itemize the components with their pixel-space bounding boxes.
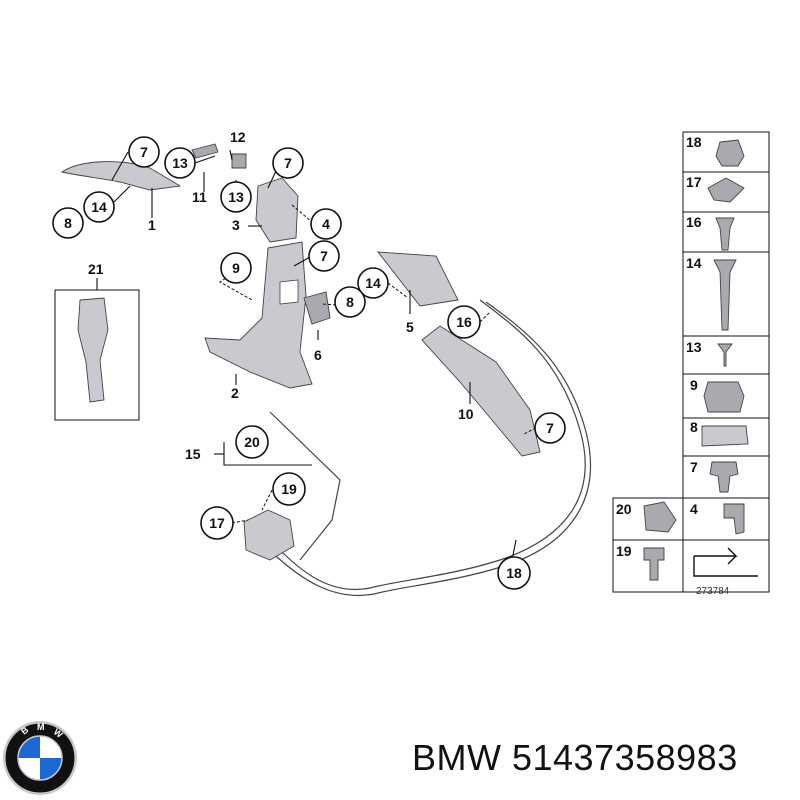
callout-label: 6 (314, 347, 322, 363)
table-label: 9 (690, 377, 698, 393)
table-part-20 (643, 501, 677, 533)
callout-label: 5 (406, 319, 414, 335)
callout-label: 8 (64, 215, 72, 231)
table-label: 18 (686, 134, 702, 150)
callout-12: 12 (230, 129, 246, 145)
callout-label: 7 (546, 420, 554, 436)
callout-label: 14 (91, 199, 107, 215)
callout-label: 10 (458, 406, 474, 422)
part-17-retractor (243, 509, 295, 561)
table-label: 4 (690, 501, 698, 517)
table-part-14 (713, 259, 737, 331)
callout-7-d: 7 (534, 412, 566, 444)
table-part-8 (701, 425, 749, 447)
part-2-window (279, 279, 299, 305)
svg-text:M: M (37, 722, 45, 732)
table-label: 19 (616, 543, 632, 559)
callout-label: 4 (322, 216, 330, 232)
callout-11: 11 (192, 189, 207, 205)
callout-7-b: 7 (272, 147, 304, 179)
table-label: 16 (686, 214, 702, 230)
callout-label: 7 (284, 155, 292, 171)
table-label: 14 (686, 255, 702, 271)
callout-7-a: 7 (128, 136, 160, 168)
callout-8-b: 8 (334, 286, 366, 318)
callout-17: 17 (200, 506, 234, 540)
table-label: 17 (686, 174, 702, 190)
table-part-18 (715, 139, 745, 167)
part-18-cable-b (275, 301, 591, 596)
callout-15: 15 (185, 446, 201, 462)
callout-label: 8 (346, 294, 354, 310)
table-label: 7 (690, 459, 698, 475)
table-label: 20 (616, 501, 632, 517)
part-15-rail (269, 411, 341, 561)
table-label: 8 (690, 419, 698, 435)
callout-13-b: 13 (220, 181, 252, 213)
callout-label: 12 (230, 129, 246, 145)
part-12-clip (231, 153, 247, 169)
callout-label: 1 (148, 217, 156, 233)
callout-label: 7 (140, 144, 148, 160)
bmw-logo: B M W (3, 721, 77, 795)
callout-label: 17 (209, 515, 225, 531)
callout-label: 19 (281, 481, 297, 497)
callout-label: 15 (185, 446, 201, 462)
table-part-9 (703, 381, 745, 413)
part-10-garnish (421, 325, 541, 457)
callout-10: 10 (458, 406, 474, 422)
callout-5: 5 (406, 319, 414, 335)
callout-4: 4 (310, 208, 342, 240)
callout-label: 14 (365, 275, 381, 291)
svg-text:B: B (19, 724, 31, 736)
callout-2: 2 (231, 385, 239, 401)
table-part-7 (709, 461, 739, 493)
table-part-17 (707, 177, 745, 203)
part-2-pillar-trim (204, 241, 313, 389)
part-number-title: BMW 51437358983 (412, 737, 738, 778)
callout-19: 19 (272, 472, 306, 506)
table-part-19 (643, 547, 665, 581)
callout-label: 3 (232, 217, 240, 233)
callout-21: 21 (88, 261, 104, 277)
callout-7-c: 7 (308, 240, 340, 272)
callout-14-b: 14 (357, 267, 389, 299)
table-part-4 (723, 503, 745, 535)
callout-20: 20 (235, 425, 269, 459)
table-part-13 (717, 343, 733, 367)
callout-label: 13 (228, 189, 244, 205)
callout-13-a: 13 (164, 147, 196, 179)
part-5-cover (377, 251, 459, 307)
callout-6: 6 (314, 347, 322, 363)
table-part-symbol (693, 547, 758, 577)
callout-9: 9 (220, 252, 252, 284)
callout-16: 16 (447, 305, 481, 339)
part-3-cap (255, 177, 299, 243)
part-6-vent (303, 291, 331, 325)
callout-label: 2 (231, 385, 239, 401)
parts-table: 18 17 16 14 13 9 8 7 20 4 19 273784 (612, 131, 770, 597)
figure-number: 273784 (696, 586, 730, 597)
callout-14-a: 14 (83, 191, 115, 223)
callout-label: 18 (506, 565, 522, 581)
callout-3: 3 (232, 217, 240, 233)
callout-label: 13 (172, 155, 188, 171)
callout-label: 16 (456, 314, 472, 330)
callout-1: 1 (148, 217, 156, 233)
part-1-trim (60, 161, 182, 191)
callout-label: 11 (192, 189, 207, 205)
part-11-bracket (191, 143, 219, 159)
callout-label: 7 (320, 248, 328, 264)
table-label: 13 (686, 339, 702, 355)
callout-label: 20 (244, 434, 260, 450)
callout-8-a: 8 (52, 207, 84, 239)
callout-label: 21 (88, 261, 104, 277)
table-part-16 (715, 217, 735, 251)
callout-label: 9 (232, 260, 240, 276)
part-21-part (77, 297, 109, 403)
part-18-cable (279, 299, 586, 590)
callout-18: 18 (497, 556, 531, 590)
